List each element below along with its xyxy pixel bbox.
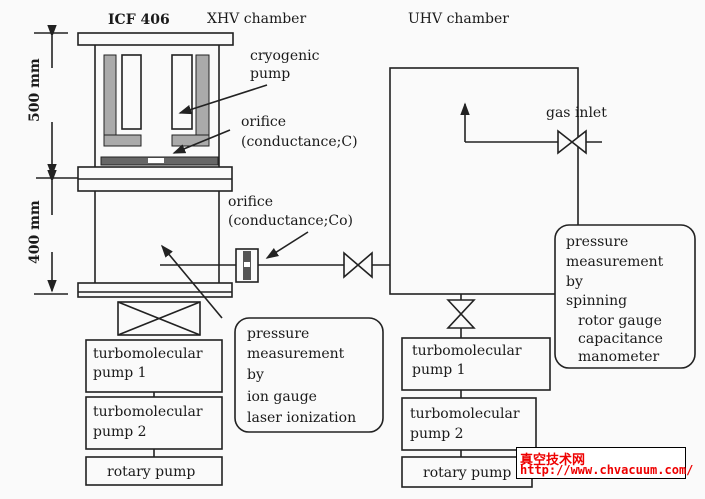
label: pump 1: [412, 362, 466, 378]
label: capacitance: [578, 331, 663, 347]
orifice-c-arrow: [172, 129, 231, 154]
valve-icon: [343, 251, 373, 279]
label: pressure: [247, 326, 309, 342]
gas-valve-icon: [557, 129, 587, 155]
label: turbomolecular: [410, 406, 520, 422]
label: turbomolecular: [412, 343, 522, 359]
dim-500: 500 mm: [27, 58, 43, 122]
label: measurement: [566, 254, 664, 270]
label: turbomolecular: [93, 404, 203, 420]
label: by: [566, 274, 583, 290]
left-pumps: turbomolecular pump 1 turbomolecular pum…: [85, 339, 223, 486]
label: measurement: [247, 346, 345, 362]
cryo-arrow: [178, 84, 268, 115]
label: pressure: [566, 234, 628, 250]
label: rotor gauge: [578, 313, 662, 329]
dim-400: 400 mm: [27, 200, 43, 264]
orifice-c-label: (conductance;C): [241, 134, 358, 150]
orifice-co-label: orifice: [228, 194, 273, 210]
uhv-chamber: [389, 67, 602, 338]
label: manometer: [578, 349, 660, 365]
right-pumps: turbomolecular pump 1 turbomolecular pum…: [401, 337, 551, 488]
icf-label: ICF 406: [108, 12, 170, 28]
label: turbomolecular: [93, 346, 203, 362]
label: spinning: [566, 293, 627, 309]
xhv-label: XHV chamber: [207, 11, 306, 27]
label: pump 1: [93, 365, 147, 381]
label: laser ionization: [247, 410, 356, 426]
cryo-label: pump: [250, 66, 290, 82]
watermark-url[interactable]: http://www.chvacuum.com/: [520, 463, 694, 477]
gas-inlet-label: gas inlet: [546, 105, 607, 121]
label: rotary pump: [107, 464, 195, 480]
left-callout: pressure measurement by ion gauge laser …: [234, 317, 384, 433]
label: ion gauge: [247, 389, 317, 405]
label: pump 2: [410, 426, 464, 442]
orifice-c-label: orifice: [241, 114, 286, 130]
watermark: 真空技术网 http://www.chvacuum.com/: [516, 447, 693, 479]
orifice-co-label: (conductance;Co): [228, 213, 353, 229]
label: by: [247, 367, 264, 383]
ion-gauge-arrow: [160, 244, 223, 319]
connection-line: [160, 248, 390, 283]
uhv-valve-icon: [446, 299, 476, 329]
xhv-chamber: [77, 32, 234, 336]
cryo-label: cryogenic: [250, 48, 320, 64]
watermark-title: 真空技术网: [520, 453, 586, 468]
label: rotary pump: [423, 465, 511, 481]
right-callout: pressure measurement by spinning rotor g…: [554, 224, 696, 369]
uhv-label: UHV chamber: [408, 11, 509, 27]
dimension-lines: [34, 24, 78, 295]
orifice-co-arrow: [265, 231, 309, 259]
label: pump 2: [93, 424, 147, 440]
